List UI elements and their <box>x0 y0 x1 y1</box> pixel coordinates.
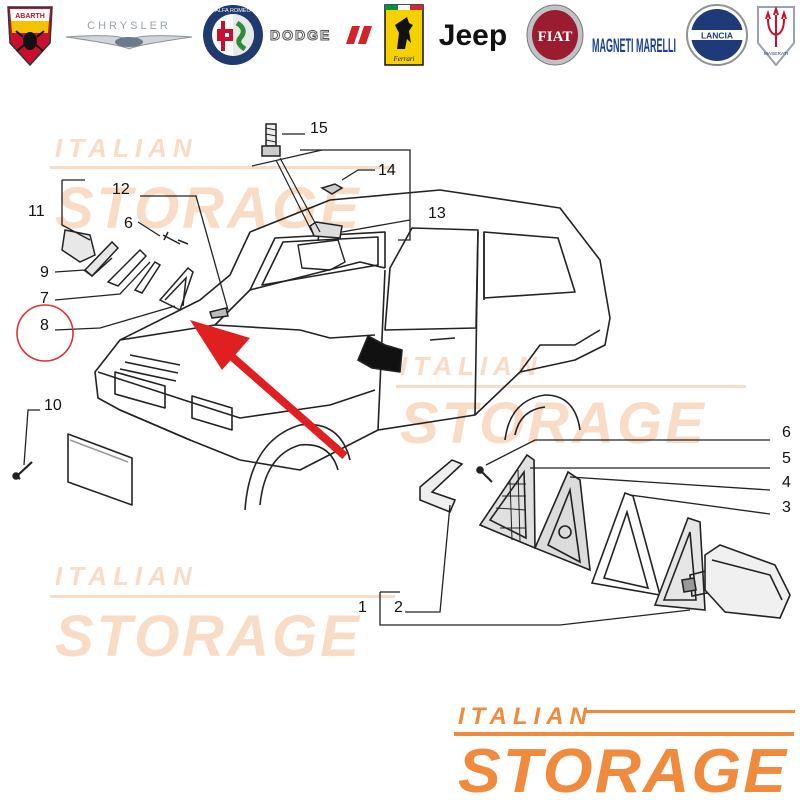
watermark-line1: ITALIAN <box>400 351 543 381</box>
brand-label: Ferrari <box>393 55 415 63</box>
callout-4: 4 <box>782 474 791 491</box>
highlight-annotation <box>16 304 348 460</box>
footer-logo-line1: ITALIAN <box>458 703 593 730</box>
left-exploded-parts <box>12 229 229 480</box>
red-arrow-shaft <box>227 351 348 460</box>
watermark-line1: ITALIAN <box>55 133 198 163</box>
callout-labels: 15 14 13 12 11 6 9 7 8 10 6 5 4 3 1 2 <box>28 120 791 616</box>
callout-14: 14 <box>378 162 396 179</box>
fiat-logo: FIAT <box>524 0 586 70</box>
watermark-line2: STORAGE <box>55 604 362 669</box>
brand-label: MASERATI <box>764 51 788 57</box>
maserati-trident-icon: MASERATI <box>757 5 795 67</box>
brand-label: CHRYSLER <box>87 20 171 32</box>
brand-label: FIAT <box>538 29 573 45</box>
chrysler-logo: CHRYSLER <box>62 0 196 70</box>
callout-1: 1 <box>358 599 367 616</box>
callout-15: 15 <box>310 120 328 137</box>
callout-5: 5 <box>782 450 791 467</box>
brand-label: ALFA ROMEO <box>215 8 251 14</box>
alfa-romeo-roundel-icon: ALFA ROMEO <box>203 5 263 65</box>
abarth-scorpion-shield-icon: ABARTH <box>7 6 53 67</box>
chrysler-winged-badge-icon: CHRYSLER <box>65 20 193 50</box>
watermark-bottom-left: ITALIAN STORAGE <box>50 561 395 669</box>
watermark-line2: STORAGE <box>400 391 707 456</box>
red-arrow-head-icon <box>190 320 250 370</box>
watermark-top-left: ITALIAN STORAGE <box>50 133 395 241</box>
dodge-logo: DODGE <box>268 0 378 70</box>
watermark-line1: ITALIAN <box>55 561 198 591</box>
magneti-marelli-logo: MAGNETI MARELLI <box>588 0 680 70</box>
abarth-logo: ABARTH <box>0 0 60 70</box>
callout-9: 9 <box>40 264 49 281</box>
italian-storage-logo: ITALIAN STORAGE <box>454 703 795 800</box>
lancia-shield-icon: LANCIA <box>686 4 748 66</box>
callout-3: 3 <box>782 499 791 516</box>
callout-8: 8 <box>40 317 49 334</box>
magneti-marelli-wordmark-icon: MAGNETI MARELLI <box>592 36 676 57</box>
callout-12: 12 <box>112 181 130 198</box>
highlight-circle <box>16 304 74 362</box>
roof-assembly-parts <box>251 123 344 233</box>
callout-11: 11 <box>28 203 45 220</box>
watermark-mid-right: ITALIAN STORAGE <box>396 351 746 456</box>
brand-label: Jeep <box>439 19 507 52</box>
brand-label: MAGNETI MARELLI <box>592 36 676 57</box>
brand-label: DODGE <box>270 27 331 43</box>
car-line-drawing <box>67 189 611 511</box>
jeep-wordmark-icon: Jeep <box>439 19 507 52</box>
maserati-logo: MASERATI <box>752 0 800 70</box>
callout-6-right: 6 <box>782 424 791 441</box>
callout-7: 7 <box>40 290 49 307</box>
callout-13: 13 <box>428 205 446 222</box>
lancia-logo: LANCIA <box>684 0 750 70</box>
watermark: ITALIAN STORAGE ITALIAN STORAGE ITALIAN … <box>50 133 746 669</box>
callout-10: 10 <box>44 397 62 414</box>
brand-label: ABARTH <box>15 13 45 20</box>
leader-lines <box>23 133 771 626</box>
footer-logo-line2: STORAGE <box>458 737 788 800</box>
ferrari-logo: Ferrari <box>382 0 426 70</box>
callout-6-left: 6 <box>124 215 133 232</box>
fiat-badge-icon: FIAT <box>526 4 584 66</box>
jeep-logo: Jeep <box>428 0 518 70</box>
brand-logo-bar: ABARTH CHRYSLER ALFA ROMEO <box>0 0 800 72</box>
callout-2: 2 <box>394 599 403 616</box>
dodge-wordmark-icon: DODGE <box>270 26 372 44</box>
alfa-romeo-logo: ALFA ROMEO <box>200 0 266 70</box>
ferrari-prancing-horse-icon: Ferrari <box>384 4 424 66</box>
brand-label: LANCIA <box>701 31 733 41</box>
